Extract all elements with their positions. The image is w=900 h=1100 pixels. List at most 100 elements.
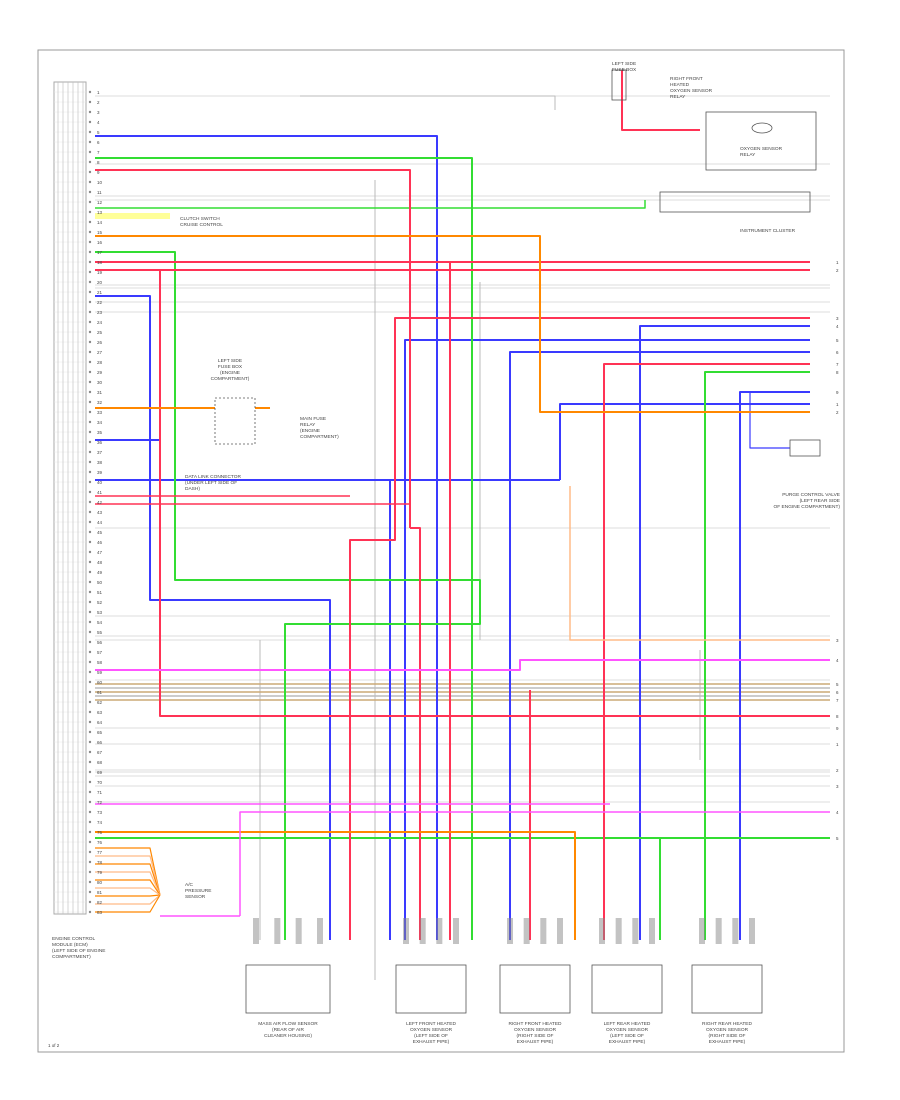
connector-pin [419, 918, 426, 944]
pin-number: 81 [97, 890, 103, 895]
blue-wire [639, 325, 810, 940]
fuse-label: FUSE BOX [612, 67, 637, 73]
ecm-pin [88, 190, 92, 194]
ecm-pin [88, 720, 92, 724]
pin-number: 50 [97, 580, 103, 585]
fuse-label: COMPARTMENT) [211, 376, 250, 382]
pin-number: 2 [836, 768, 839, 773]
ecm-pin [88, 590, 92, 594]
red-wire [603, 363, 810, 940]
ecm-pin [88, 500, 92, 504]
ecm-pin [88, 310, 92, 314]
orange-wire [95, 831, 576, 940]
pin-number: 59 [97, 670, 103, 675]
pin-number: 27 [97, 350, 103, 355]
pin-number: 35 [97, 430, 103, 435]
ecm-pin [88, 160, 92, 164]
ecm-pin [88, 840, 92, 844]
pin-number: 16 [97, 240, 103, 245]
pin-number: 37 [97, 450, 103, 455]
green-wire [95, 157, 473, 940]
pin-number: 73 [97, 810, 103, 815]
ecm-pin [88, 300, 92, 304]
ecm-pin [88, 600, 92, 604]
switch-label: CLUTCH SWITCH [180, 216, 220, 222]
pin-number: 6 [97, 140, 100, 145]
relay-component [214, 397, 256, 445]
pin-number: 22 [97, 300, 103, 305]
red-wire [349, 317, 810, 940]
instrument-label: INSTRUMENT CLUSTER [740, 228, 796, 234]
pin-number: 42 [97, 500, 103, 505]
sensor-box [245, 964, 331, 1014]
pin-number: 1 [836, 402, 839, 407]
sensor-box-label: (LEFT SIDE OF [414, 1033, 448, 1039]
ecm-pin [88, 520, 92, 524]
fuse-label: FUSE BOX [218, 364, 243, 370]
pin-number: 78 [97, 860, 103, 865]
ecm-pin [88, 790, 92, 794]
ecm-pin [88, 370, 92, 374]
blue-wire [95, 295, 331, 940]
blue-wire [749, 392, 790, 449]
pin-number: 68 [97, 760, 103, 765]
ecm-pin [88, 780, 92, 784]
pin-number: 2 [836, 410, 839, 415]
sensor-box-label: OXYGEN SENSOR [606, 1027, 649, 1033]
connector-pin [715, 918, 722, 944]
blue-wire [95, 135, 438, 940]
pin-number: 10 [97, 180, 103, 185]
sensor-box-label: RIGHT FRONT HEATED [508, 1021, 562, 1027]
pin-number: 14 [97, 220, 103, 225]
sensor-box [691, 964, 763, 1014]
orange-wire [569, 486, 830, 641]
ecm-pin [88, 730, 92, 734]
ecm-pin [88, 700, 92, 704]
pin-number: 12 [97, 200, 103, 205]
connector-pin [649, 918, 655, 944]
ecm-pin [88, 470, 92, 474]
sensor-box-label: EXHAUST PIPE) [517, 1039, 554, 1045]
ecm-pin [88, 250, 92, 254]
pin-number: 1 [836, 742, 839, 747]
ground-label: DASH) [185, 486, 200, 492]
connector-pin [557, 918, 563, 944]
harness-wire [95, 847, 161, 896]
pin-number: 43 [97, 510, 103, 515]
pin-number: 9 [97, 170, 100, 175]
ecm-pin [88, 130, 92, 134]
ecm-label: MODULE (ECM) [52, 942, 88, 948]
sensor-box-label: EXHAUST PIPE) [609, 1039, 646, 1045]
connector-pin [295, 918, 302, 944]
sensor-box-label: MASS AIR FLOW SENSOR [258, 1021, 318, 1027]
pin-number: 76 [97, 840, 103, 845]
relay-label: RELAY [740, 152, 756, 158]
ecm-pin [88, 650, 92, 654]
pin-number: 21 [97, 290, 103, 295]
connector-pin [632, 918, 639, 944]
relay-label: HEATED [670, 82, 690, 88]
red-wire [95, 169, 411, 528]
footer-code: 1 of 2 [48, 1043, 60, 1048]
ecm-pin [88, 900, 92, 904]
connector-pin [317, 918, 323, 944]
connector-pin [436, 918, 443, 944]
pin-number: 56 [97, 640, 103, 645]
pin-number: 1 [97, 90, 100, 95]
connector-pin [507, 918, 513, 944]
pin-number: 8 [836, 714, 839, 719]
ecm-pin [88, 690, 92, 694]
relay-label: (ENGINE [300, 428, 320, 434]
pin-number: 51 [97, 590, 103, 595]
sensor-box-label: (REAR OF AIR [272, 1027, 305, 1033]
relay-label: OXYGEN SENSOR [740, 146, 783, 152]
connector-pin [453, 918, 459, 944]
ecm-pin [88, 100, 92, 104]
label-group: 1234567891011121314151617181920212223242… [52, 61, 840, 1045]
harness-wire [95, 894, 161, 905]
ecm-pin [88, 150, 92, 154]
pin-number: 64 [97, 720, 103, 725]
ecm-pin [88, 360, 92, 364]
ecm-pin [88, 240, 92, 244]
ground-label: (UNDER LEFT SIDE OF [185, 480, 237, 486]
